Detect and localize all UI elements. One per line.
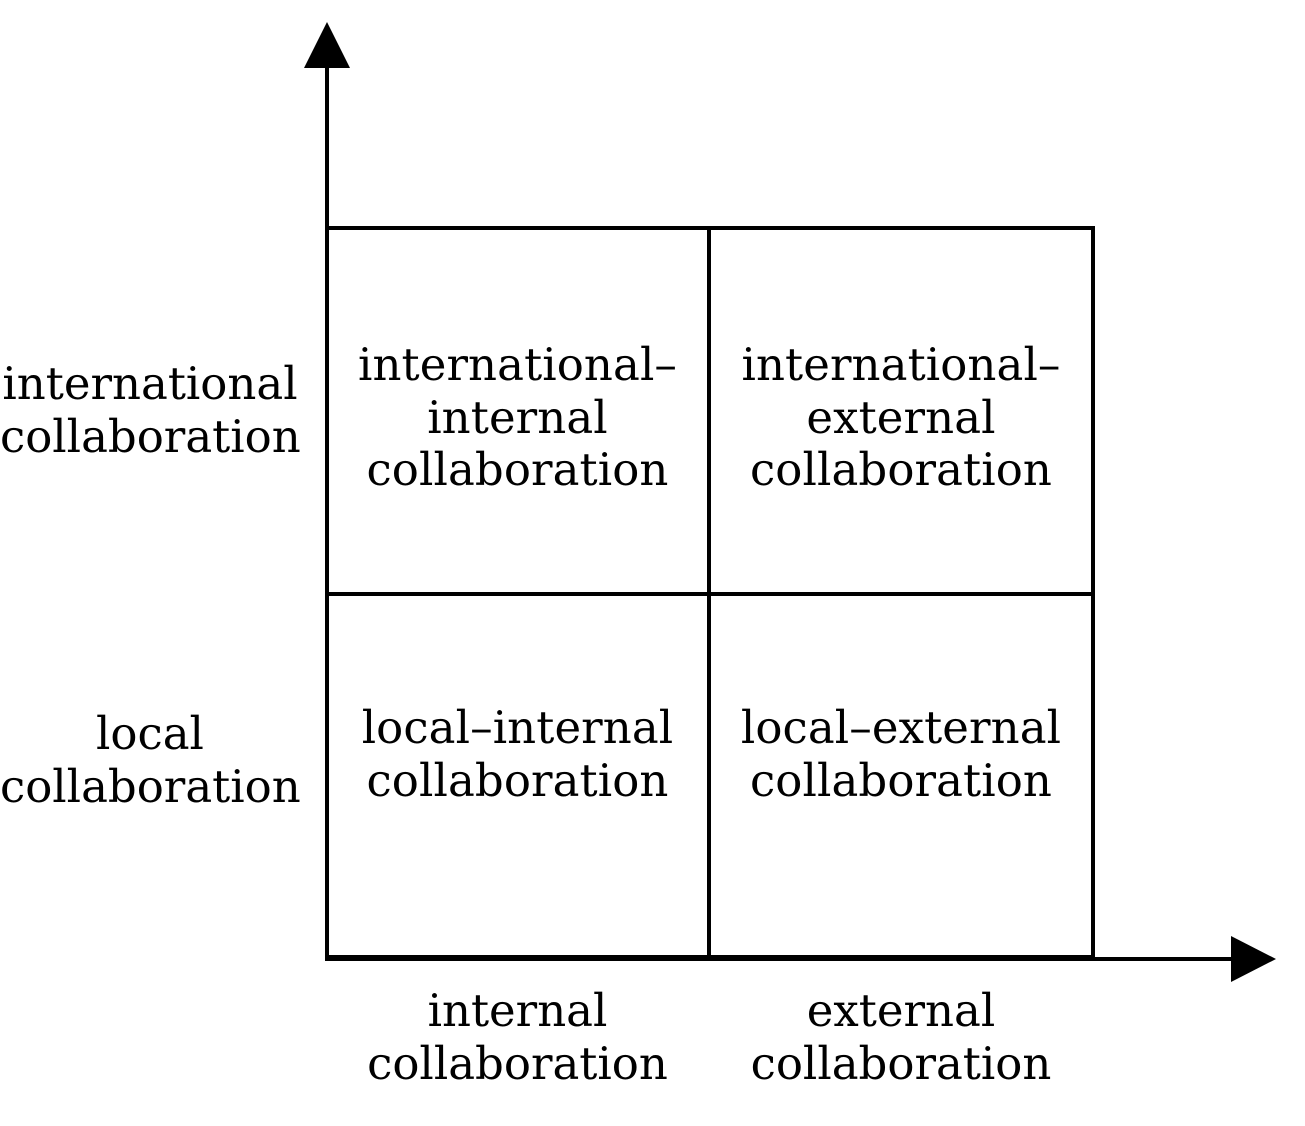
x-axis-line (325, 957, 1240, 961)
quadrant-international-external-label: international– external collaboration (741, 338, 1061, 497)
collaboration-matrix: international– internal collaboration in… (326, 226, 1093, 958)
x-axis-label-external: external collaboration (750, 984, 1052, 1090)
quadrant-local-internal-label: local–internal collaboration (361, 701, 674, 807)
quadrant-local-internal[interactable]: local–internal collaboration (326, 594, 709, 958)
y-axis-label-international: international collaboration (0, 357, 301, 463)
quadrant-local-external[interactable]: local–external collaboration (709, 594, 1093, 958)
quadrant-international-external[interactable]: international– external collaboration (709, 226, 1093, 594)
matrix-divider-horizontal (326, 592, 1095, 596)
quadrant-international-internal-label: international– internal collaboration (357, 338, 678, 497)
arrow-up-icon (304, 22, 350, 68)
quadrant-international-internal[interactable]: international– internal collaboration (326, 226, 709, 594)
arrow-right-icon (1231, 936, 1276, 982)
quadrant-local-external-label: local–external collaboration (740, 701, 1062, 807)
x-axis-label-internal: internal collaboration (367, 984, 668, 1090)
y-axis-label-local: local collaboration (0, 707, 301, 813)
